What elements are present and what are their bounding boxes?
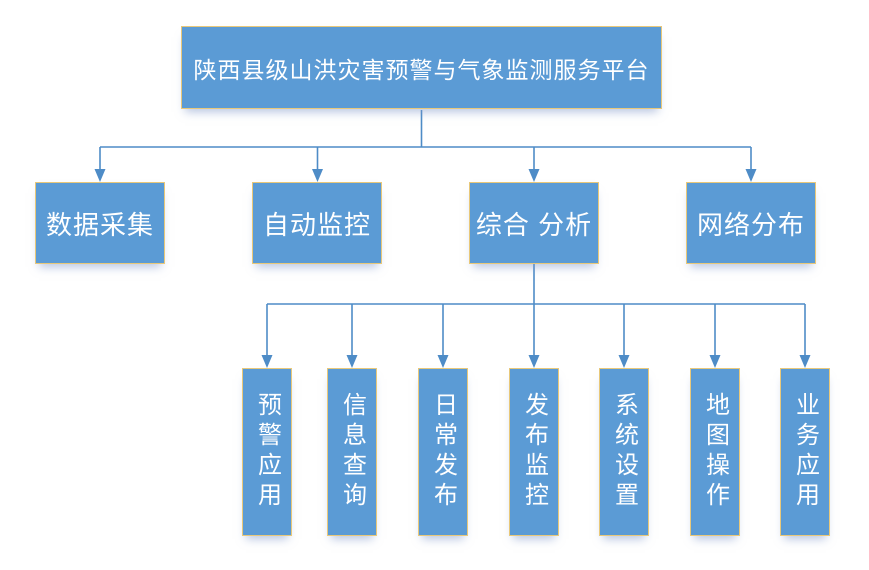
node-info-query: 信息查询 (327, 368, 377, 536)
arrow-down-icon (709, 355, 721, 368)
node-network-distribution: 网络分布 (686, 182, 816, 264)
arrow-down-icon (346, 355, 358, 368)
node-auto-monitoring: 自动监控 (252, 182, 382, 264)
node-warning-application: 预警应用 (242, 368, 292, 536)
node-business-application: 业务应用 (780, 368, 830, 536)
node-daily-release: 日常发布 (418, 368, 468, 536)
arrow-down-icon (528, 169, 540, 182)
root-to-level2-connectors (94, 110, 757, 182)
node-comprehensive-analysis: 综合 分析 (469, 182, 599, 264)
arrow-down-icon (261, 355, 273, 368)
arrow-down-icon (94, 169, 106, 182)
node-data-collection: 数据采集 (35, 182, 165, 264)
arrow-down-icon (618, 355, 630, 368)
arrow-down-icon (312, 169, 323, 182)
arrow-down-icon (799, 355, 811, 368)
node-system-settings: 系统设置 (599, 368, 649, 536)
arrow-down-icon (528, 355, 540, 368)
node-release-monitoring: 发布监控 (509, 368, 559, 536)
arrow-down-icon (745, 169, 757, 182)
node-root-platform: 陕西县级山洪灾害预警与气象监测服务平台 (181, 26, 662, 109)
node-map-operations: 地图操作 (690, 368, 740, 536)
arrow-down-icon (437, 355, 449, 368)
analysis-to-level3-connectors (261, 264, 811, 368)
